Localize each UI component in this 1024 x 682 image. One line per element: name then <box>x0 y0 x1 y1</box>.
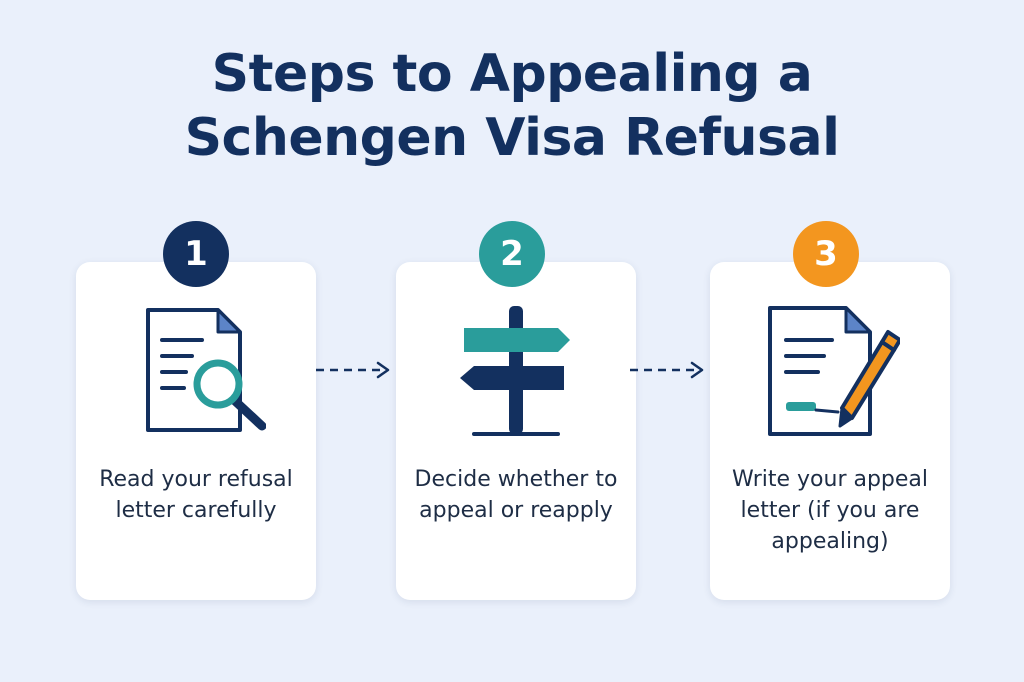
step-card-1: Read your refusal letter carefully <box>76 262 316 600</box>
step-text-1: Read your refusal letter carefully <box>99 467 293 523</box>
step-badge-3: 3 <box>793 221 859 287</box>
step-badge-1: 1 <box>163 221 229 287</box>
step-text-3: Write your appeal letter (if you are app… <box>731 467 929 554</box>
title-line-1: Steps to Appealing a <box>211 44 813 104</box>
signpost-icon <box>460 306 570 436</box>
title-line-2: Schengen Visa Refusal <box>184 108 840 168</box>
step-badge-2: 2 <box>479 221 545 287</box>
dashed-arrow-1 <box>316 361 390 379</box>
step-card-3: Write your appeal letter (if you are app… <box>710 262 950 600</box>
page-title: Steps to Appealing a Schengen Visa Refus… <box>0 42 1024 170</box>
dashed-arrow-2 <box>630 361 704 379</box>
document-search-icon <box>146 308 266 432</box>
step-card-2: Decide whether to appeal or reapply <box>396 262 636 600</box>
step-text-2: Decide whether to appeal or reapply <box>414 467 618 523</box>
document-pen-icon <box>768 306 900 436</box>
